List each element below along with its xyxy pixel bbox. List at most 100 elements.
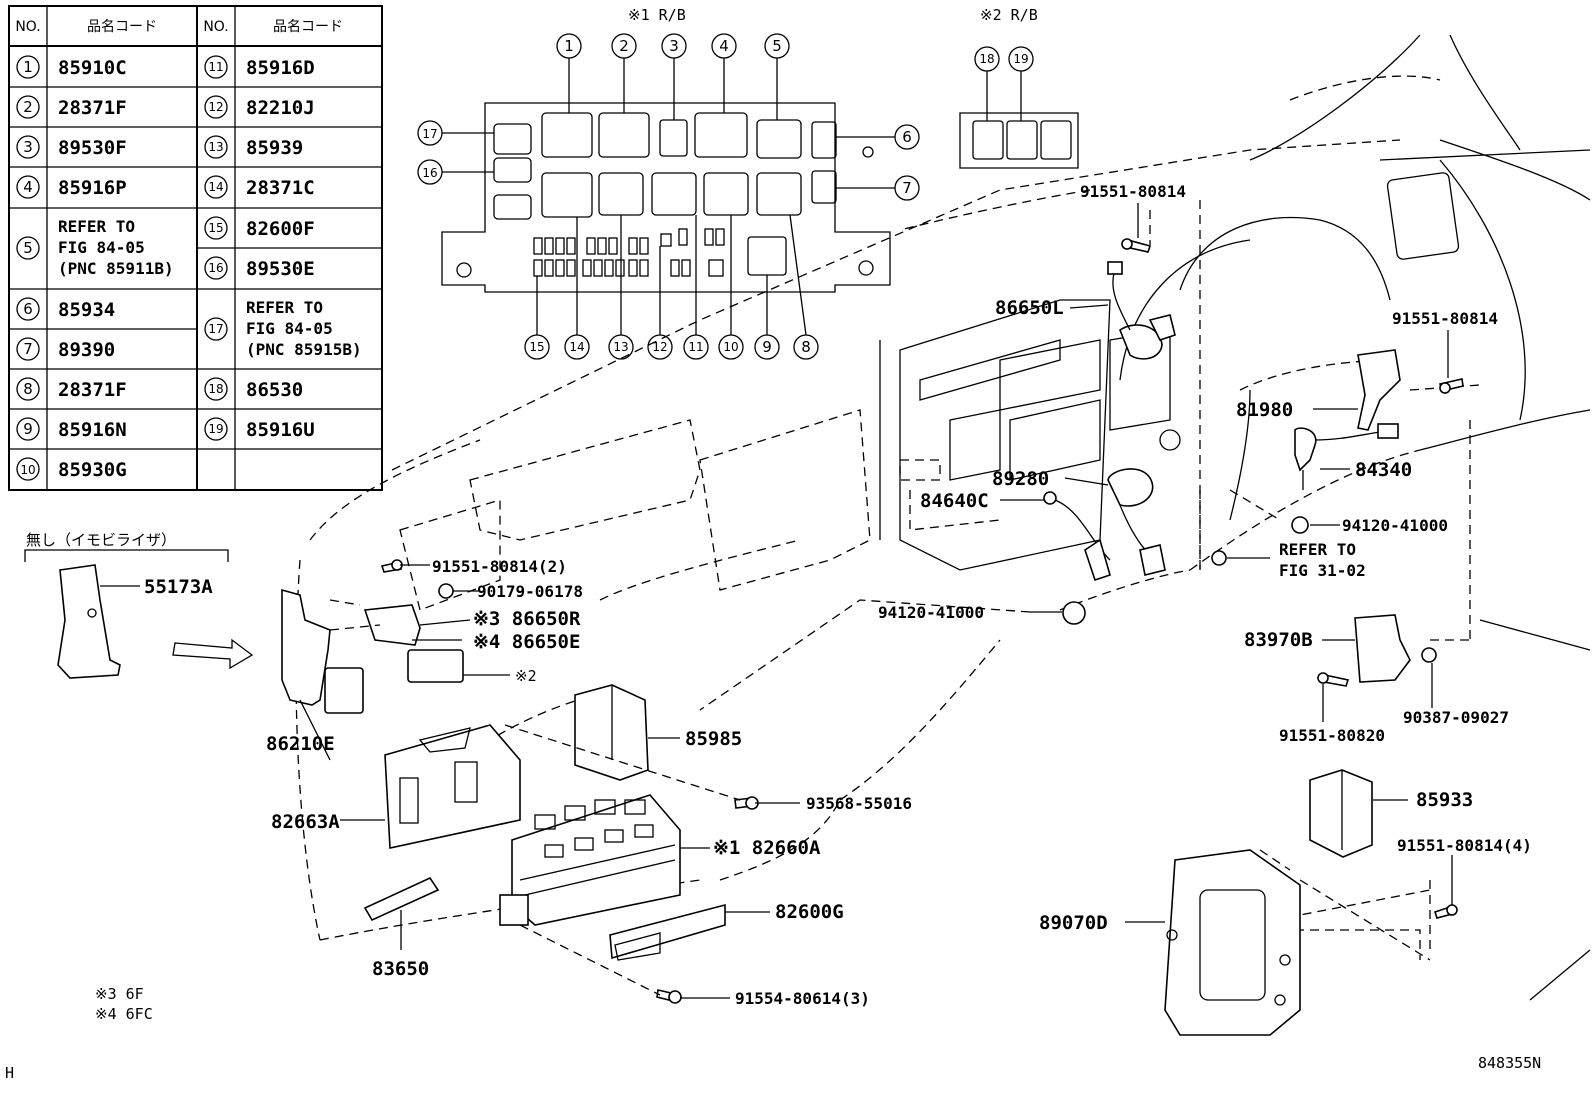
callout-18: 18	[974, 46, 1000, 121]
svg-text:85916D: 85916D	[246, 57, 315, 79]
table-row: 10 85930G	[16, 457, 127, 481]
svg-text:17: 17	[208, 322, 223, 336]
label-94120-41000-right: 94120-41000	[1342, 516, 1448, 535]
table-row: 15 82600F	[204, 216, 315, 240]
svg-text:18: 18	[208, 382, 223, 396]
table-row: 16 89530E	[204, 256, 315, 280]
label-55173A: 55173A	[144, 576, 213, 598]
svg-text:2: 2	[619, 37, 629, 55]
callout-6: 6	[836, 124, 920, 150]
svg-text:10: 10	[20, 463, 35, 477]
parts-table: NO. 品名コード NO. 品名コード 1 85910C 2 28371F 3 …	[8, 5, 383, 491]
table-row: 11 85916D	[204, 55, 315, 79]
label-86650L: 86650L	[995, 297, 1064, 319]
table-row: 13 85939	[204, 135, 303, 159]
svg-text:10: 10	[723, 340, 738, 354]
label-81980: 81980	[1236, 399, 1293, 421]
callout-5: 5	[764, 33, 790, 120]
svg-text:86530: 86530	[246, 379, 303, 401]
svg-text:8: 8	[801, 338, 811, 356]
callout-9: 9	[754, 275, 780, 360]
callout-17: 17	[417, 120, 494, 146]
label-89280: 89280	[992, 468, 1049, 490]
label-82663A: 82663A	[271, 811, 340, 833]
table-row: 19 85916U	[204, 417, 315, 441]
label-86650R: ※3 86650R	[473, 608, 581, 630]
label-84340: 84340	[1355, 459, 1412, 481]
label-85933: 85933	[1416, 789, 1473, 811]
label-83650: 83650	[372, 958, 429, 980]
footnote-4: ※4 6FC	[95, 1005, 153, 1023]
label-93568-55016: 93568-55016	[806, 794, 912, 813]
table-row: 4 85916P	[16, 175, 127, 199]
svg-text:5: 5	[23, 239, 33, 257]
label-82600G: 82600G	[775, 901, 844, 923]
svg-text:4: 4	[23, 178, 33, 196]
svg-text:28371F: 28371F	[58, 379, 127, 401]
label-91554-80614-3: 91554-80614(3)	[735, 989, 870, 1008]
relay-block-2-title: ※2 R/B	[980, 6, 1038, 24]
callout-1: 1	[556, 33, 582, 113]
svg-text:15: 15	[208, 221, 223, 235]
table-row: 8 28371F	[16, 377, 127, 401]
table-header-code-right: 品名コード	[273, 19, 343, 35]
label-90179-06178: 90179-06178	[477, 582, 583, 601]
svg-text:12: 12	[208, 100, 223, 114]
callout-7: 7	[836, 175, 920, 201]
label-note-2: ※2	[515, 667, 537, 685]
label-91551-80820: 91551-80820	[1279, 726, 1385, 745]
callout-14: 14	[564, 217, 590, 360]
svg-text:2: 2	[23, 98, 33, 116]
label-83970B: 83970B	[1244, 629, 1313, 651]
svg-text:6: 6	[902, 128, 912, 146]
svg-text:89530E: 89530E	[246, 258, 315, 280]
svg-text:FIG 84-05: FIG 84-05	[246, 319, 333, 338]
label-86650E: ※4 86650E	[473, 631, 580, 653]
footnote-3: ※3 6F	[95, 985, 144, 1003]
label-refer-to: REFER TO	[1279, 540, 1356, 559]
label-89070D: 89070D	[1039, 912, 1108, 934]
svg-text:15: 15	[529, 340, 544, 354]
svg-text:85939: 85939	[246, 137, 303, 159]
label-86210E: 86210E	[266, 733, 335, 755]
callout-16: 16	[417, 159, 494, 185]
svg-text:19: 19	[1013, 52, 1028, 66]
table-header-code-left: 品名コード	[87, 19, 157, 35]
table-row: 1 85910C	[16, 55, 127, 79]
corner-mark: H	[5, 1064, 14, 1082]
table-row: 2 28371F	[16, 95, 127, 119]
svg-text:9: 9	[23, 420, 33, 438]
table-row: 3 89530F	[16, 135, 127, 159]
relay-block-1-detail: ※1 R/B	[417, 6, 920, 360]
svg-text:82210J: 82210J	[246, 97, 315, 119]
svg-text:7: 7	[23, 340, 33, 358]
svg-text:19: 19	[208, 422, 223, 436]
svg-text:85916P: 85916P	[58, 177, 127, 199]
label-94120-41000-center: 94120-41000	[878, 603, 984, 622]
callout-11: 11	[683, 215, 709, 360]
callout-3: 3	[661, 33, 687, 120]
immobilizer-note: 無し（イモビライザ）	[26, 531, 176, 549]
svg-text:12: 12	[652, 340, 667, 354]
label-90387-09027: 90387-09027	[1403, 708, 1509, 727]
svg-text:9: 9	[762, 338, 772, 356]
svg-text:85916N: 85916N	[58, 419, 127, 441]
svg-text:16: 16	[422, 166, 437, 180]
instrument-panel-outline	[295, 34, 1591, 1001]
label-82660A: ※1 82660A	[713, 837, 821, 859]
callout-2: 2	[611, 33, 637, 113]
svg-text:13: 13	[613, 340, 628, 354]
label-85985: 85985	[685, 728, 742, 750]
svg-text:17: 17	[422, 127, 437, 141]
footnotes: ※3 6F ※4 6FC H 848355N	[5, 985, 1541, 1082]
relay-block-1-title: ※1 R/B	[628, 6, 686, 24]
svg-text:7: 7	[902, 179, 912, 197]
svg-text:85930G: 85930G	[58, 459, 127, 481]
callout-15: 15	[524, 276, 550, 360]
svg-text:3: 3	[23, 138, 33, 156]
label-91551-80814-top: 91551-80814	[1080, 182, 1186, 201]
callout-13: 13	[608, 215, 634, 360]
part-labels: 無し（イモビライザ） 55173A 91551-80814(2) 90179-0…	[26, 182, 1532, 1008]
svg-text:85934: 85934	[58, 299, 115, 321]
